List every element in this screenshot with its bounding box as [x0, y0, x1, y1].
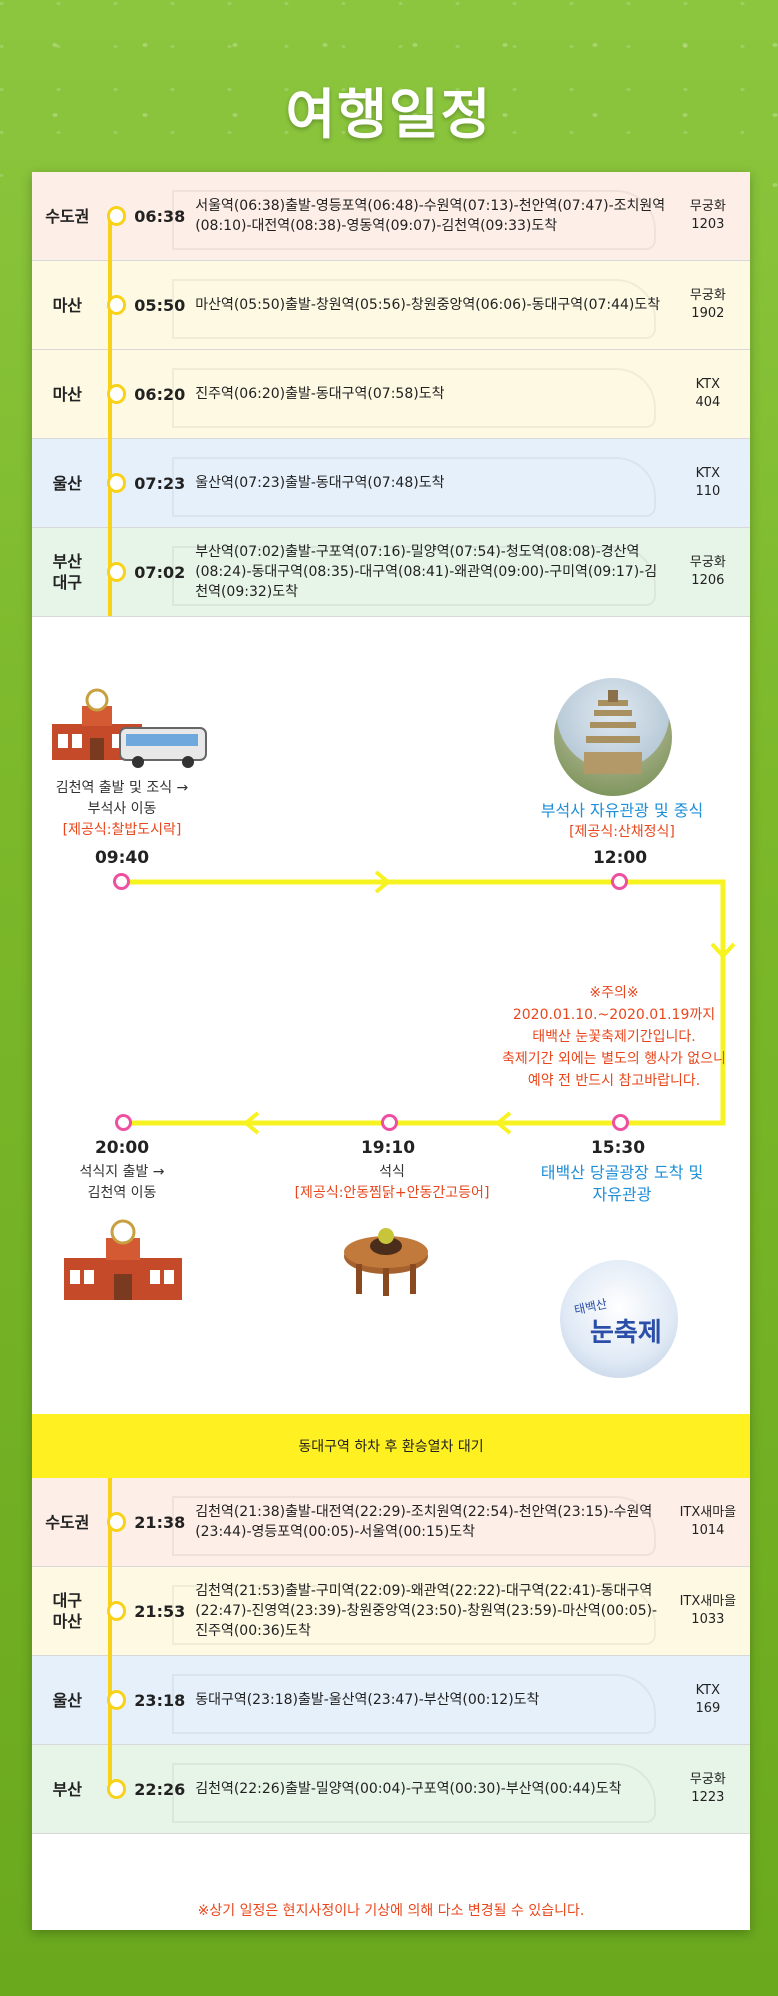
route-text: 김천역(21:53)출발-구미역(22:09)-왜관역(22:22)-대구역(2…	[195, 1583, 658, 1639]
arrow-left-icon	[494, 1111, 512, 1135]
region-label: 대구 마산	[52, 1591, 83, 1631]
stop-5-time: 20:00	[94, 1138, 150, 1158]
arrow-down-icon	[710, 942, 736, 959]
table-row: 부산 22:26 김천역(22:26)출발-밀양역(00:04)-구포역(00:…	[32, 1745, 750, 1834]
stop-2-time: 12:00	[592, 848, 648, 868]
timeline-dot	[106, 1512, 127, 1532]
depart-time: 21:53	[134, 1601, 186, 1621]
stop-3-time: 15:30	[590, 1138, 646, 1158]
timeline-dot	[106, 1690, 127, 1710]
route-text: 울산역(07:23)출발-동대구역(07:48)도착	[195, 475, 445, 491]
station-building-icon	[64, 1219, 182, 1300]
depart-time: 22:26	[134, 1779, 186, 1799]
day-itinerary: 김천역 출발 및 조식 → 부석사 이동 [제공식:찰밥도시락] 09:40 부…	[32, 622, 750, 1414]
depart-time: 07:02	[134, 562, 186, 582]
table-row: 수도권 06:38 서울역(06:38)출발-영등포역(06:48)-수원역(0…	[32, 172, 750, 261]
station-bus-icon	[52, 688, 207, 768]
region-label: 부산	[52, 1779, 83, 1799]
stop-node	[115, 1114, 132, 1131]
route-text: 김천역(22:26)출발-밀양역(00:04)-구포역(00:30)-부산역(0…	[195, 1781, 622, 1797]
stop-1-time: 09:40	[94, 848, 150, 868]
depart-time: 06:20	[134, 384, 186, 404]
timeline-line	[108, 216, 112, 616]
stop-3-desc: 태백산 당골광장 도착 및 자유관광	[540, 1163, 704, 1204]
stop-4-desc: 석식 [제공식:안동찜닭+안동간고등어]	[294, 1164, 490, 1201]
pagoda-icon	[584, 690, 642, 774]
region-label: 울산	[52, 1690, 83, 1710]
outbound-schedule: 수도권 06:38 서울역(06:38)출발-영등포역(06:48)-수원역(0…	[32, 172, 750, 617]
table-row: 마산 05:50 마산역(05:50)출발-창원역(05:56)-창원중앙역(0…	[32, 261, 750, 350]
timeline-line	[108, 1478, 112, 1790]
stop-4-time: 19:10	[360, 1138, 416, 1158]
timeline-dot	[106, 206, 127, 226]
timeline-dot	[106, 1601, 127, 1621]
depart-time: 05:50	[134, 295, 186, 315]
route-text: 마산역(05:50)출발-창원역(05:56)-창원중앙역(06:06)-동대구…	[195, 297, 661, 313]
depart-time: 07:23	[134, 473, 186, 493]
route-text: 김천역(21:38)출발-대전역(22:29)-조치원역(22:54)-천안역(…	[195, 1504, 653, 1540]
depart-time: 23:18	[134, 1690, 186, 1710]
route-text: 부산역(07:02)출발-구포역(07:16)-밀양역(07:54)-청도역(0…	[195, 544, 658, 600]
timeline-path	[122, 870, 736, 1135]
inbound-schedule: 수도권 21:38 김천역(21:38)출발-대전역(22:29)-조치원역(2…	[32, 1478, 750, 1834]
timeline-dot	[106, 295, 127, 315]
buseoksa-pagoda-image	[554, 678, 672, 796]
timeline-dot	[106, 562, 127, 582]
stop-node	[611, 873, 628, 890]
arrow-left-icon	[242, 1111, 260, 1135]
timeline-dot	[106, 473, 127, 493]
table-row: 울산 23:18 동대구역(23:18)출발-울산역(23:47)-부산역(00…	[32, 1656, 750, 1745]
timeline-dot	[106, 1779, 127, 1799]
timeline-route-line	[122, 879, 726, 1126]
snow-festival-image: 태백산 눈축제	[560, 1260, 678, 1378]
page-title: 여행일정	[285, 82, 493, 146]
stop-5-desc: 석식지 출발 → 김천역 이동	[79, 1164, 165, 1201]
stop-2-desc: 부석사 자유관광 및 중식 [제공식:산채정식]	[540, 801, 704, 840]
depart-time: 06:38	[134, 206, 186, 226]
arrow-right-icon	[374, 870, 392, 894]
itinerary-card: 수도권 06:38 서울역(06:38)출발-영등포역(06:48)-수원역(0…	[32, 172, 750, 1930]
region-label: 울산	[52, 473, 83, 493]
stop-1-desc: 김천역 출발 및 조식 → 부석사 이동 [제공식:찰밥도시락]	[55, 780, 189, 838]
dinner-table-icon	[344, 1228, 428, 1296]
table-row: 부산 대구 07:02 부산역(07:02)출발-구포역(07:16)-밀양역(…	[32, 528, 750, 617]
stop-node	[113, 873, 130, 890]
stop-node	[381, 1114, 398, 1131]
stop-node	[612, 1114, 629, 1131]
route-text: 진주역(06:20)출발-동대구역(07:58)도착	[195, 386, 445, 402]
route-text: 서울역(06:38)출발-영등포역(06:48)-수원역(07:13)-천안역(…	[195, 198, 666, 234]
festival-warning: ※주의※ 2020.01.10.~2020.01.19까지 태백산 눈꽃축제기간…	[502, 985, 726, 1089]
change-notice: ※상기 일정은 현지사정이나 기상에 의해 다소 변경될 수 있습니다.	[197, 1903, 585, 1919]
timeline-dot	[106, 384, 127, 404]
table-row: 대구 마산 21:53 김천역(21:53)출발-구미역(22:09)-왜관역(…	[32, 1567, 750, 1656]
region-label: 마산	[52, 384, 83, 404]
region-label: 수도권	[45, 206, 90, 226]
region-label: 부산 대구	[52, 552, 83, 592]
depart-time: 21:38	[134, 1512, 186, 1532]
route-text: 동대구역(23:18)출발-울산역(23:47)-부산역(00:12)도착	[195, 1692, 540, 1708]
table-row: 수도권 21:38 김천역(21:38)출발-대전역(22:29)-조치원역(2…	[32, 1478, 750, 1567]
transfer-banner: 동대구역 하차 후 환승열차 대기	[32, 1414, 750, 1478]
region-label: 마산	[52, 295, 83, 315]
region-label: 수도권	[45, 1512, 90, 1532]
